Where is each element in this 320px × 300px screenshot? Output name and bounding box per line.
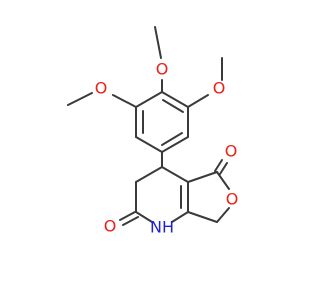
bond-c7-c7a [187, 211, 218, 223]
atom-o-ketone-right: O [225, 142, 238, 161]
atom-o-methoxy-top: O [156, 60, 169, 79]
bond-c5-o-right-b [219, 162, 228, 175]
molecule-diagram: O O O O O O NH [67, 26, 239, 237]
bonds [67, 26, 230, 226]
atom-o-methoxy-right: O [213, 79, 226, 98]
atom-labels: O O O O O O NH [95, 60, 239, 237]
atom-o-methoxy-left: O [95, 79, 108, 98]
bond-ring-4 [135, 136, 163, 153]
bond-c2-o-left-b [122, 216, 139, 226]
bond-ring-1 [161, 91, 189, 108]
bond-c4a-c5 [187, 171, 218, 183]
bond-ring-o-right [187, 94, 209, 108]
bond-n1-c7a [171, 211, 189, 223]
bond-c2-o-left-a [119, 211, 136, 221]
bond-c4a-c4 [161, 166, 189, 183]
structure-drawing: O O O O O O NH [67, 26, 239, 237]
atom-o-ketone-left: O [104, 217, 117, 236]
bond-ring-3-inner [161, 132, 183, 146]
bond-c5-o6 [216, 171, 230, 190]
bond-c5-o-right-a [214, 159, 223, 172]
atom-nh: NH [150, 218, 174, 237]
atom-o-ring-furan: O [226, 190, 239, 209]
bond-o-left-ch3 [67, 92, 93, 106]
bond-ring-6 [135, 91, 163, 108]
bond-o6-c7 [216, 207, 230, 223]
bond-ch3-top [154, 26, 162, 59]
bond-ring-1-inner [162, 99, 184, 113]
bond-ring-3 [161, 136, 189, 153]
bond-c4-c3 [135, 166, 163, 183]
bond-ring-o-left [112, 94, 137, 108]
bond-c2-n1 [135, 211, 153, 223]
